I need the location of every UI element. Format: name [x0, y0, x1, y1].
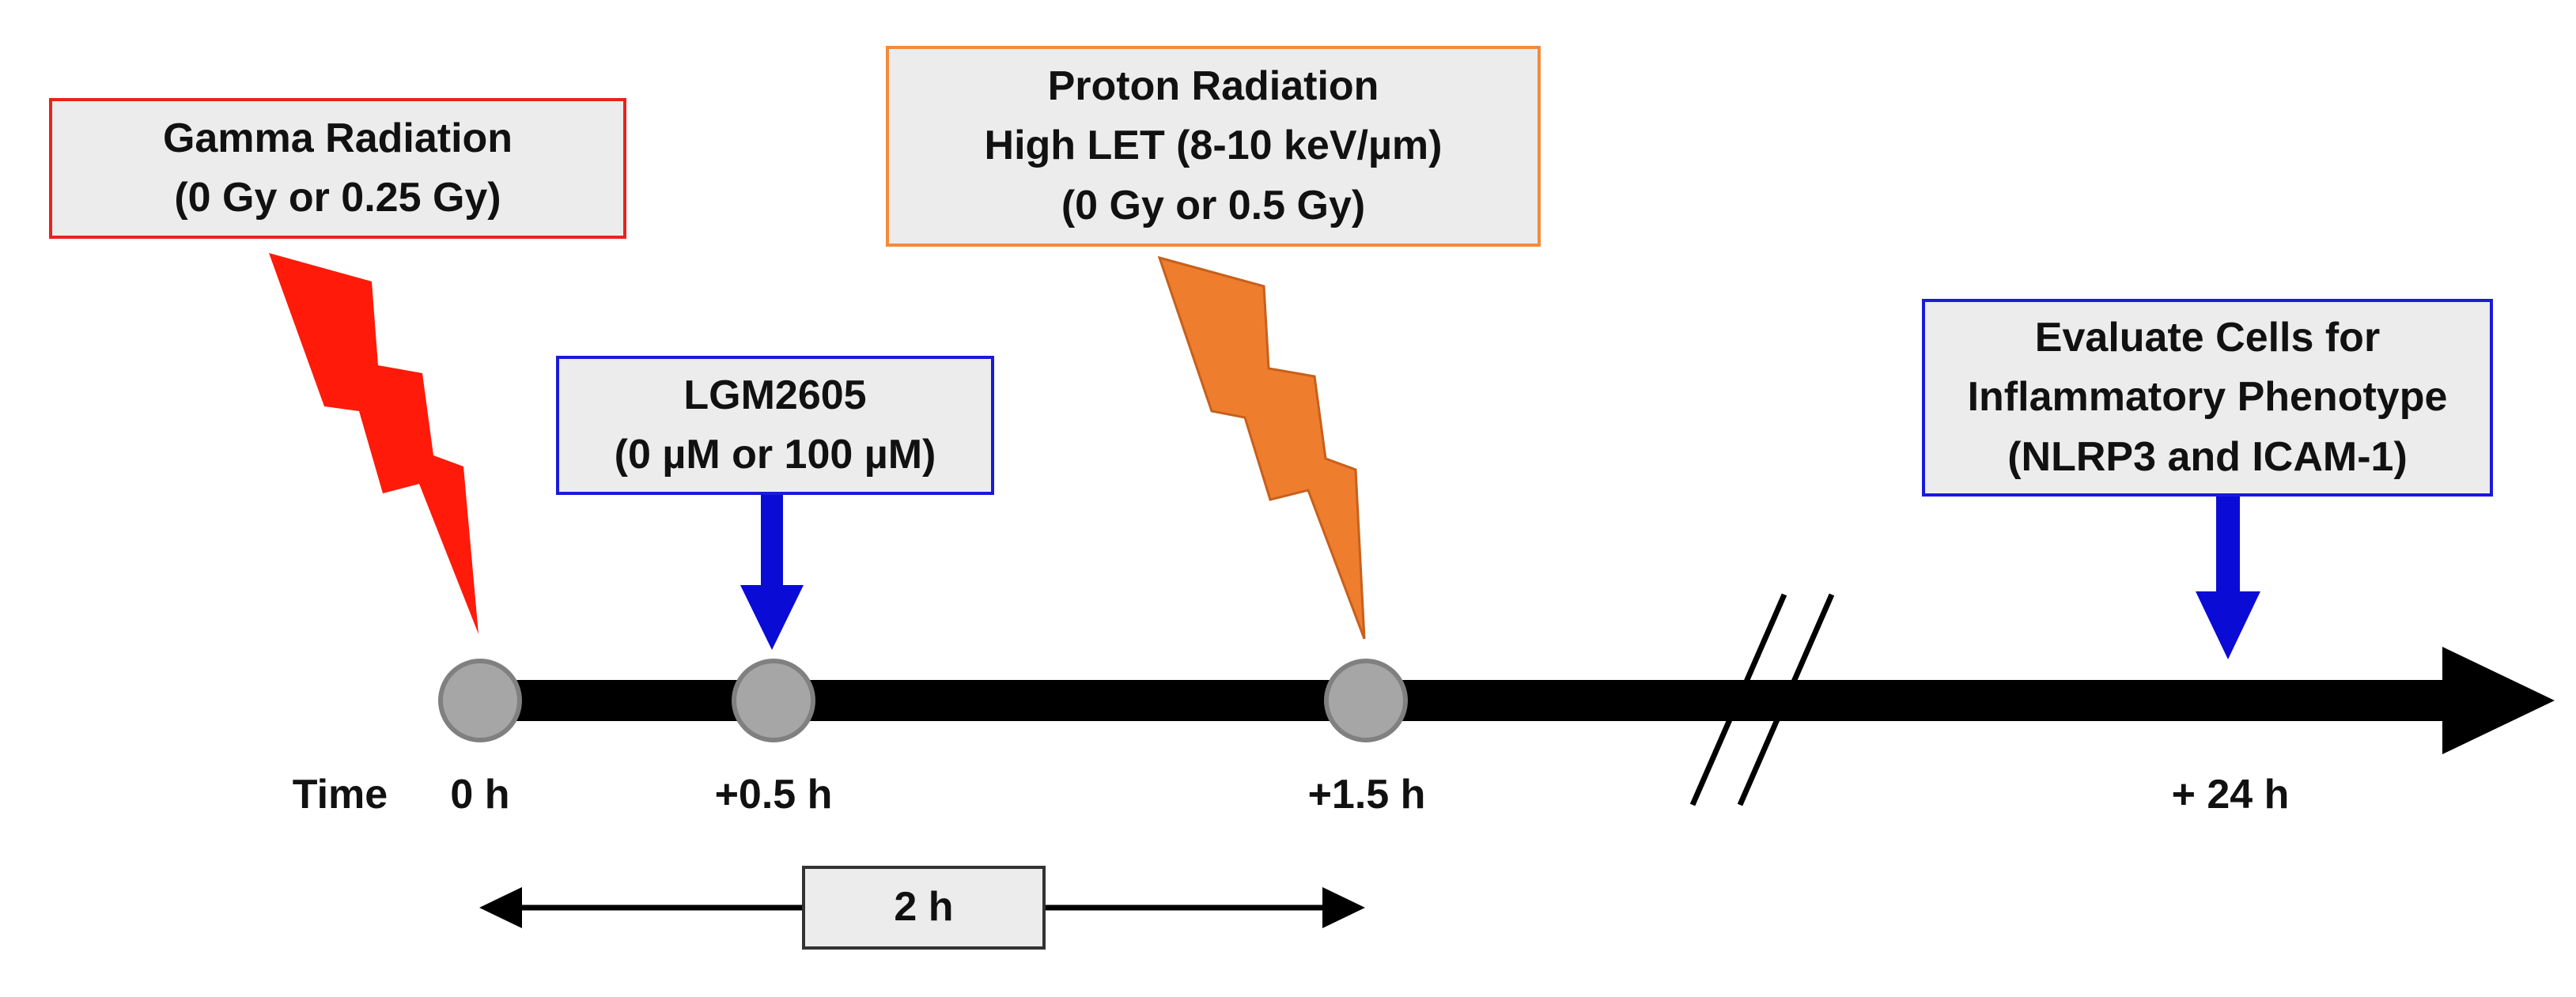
evaluate-line-1: Evaluate Cells for	[2034, 314, 2381, 361]
gamma-title: Gamma Radiation	[162, 115, 513, 161]
proton-dose: (0 Gy or 0.5 Gy)	[1061, 182, 1366, 228]
timepoint-marker-1.5h	[1324, 659, 1408, 742]
lgm-title: LGM2605	[683, 372, 867, 418]
timepoint-label-24h: + 24 h	[2171, 772, 2290, 818]
timeline-arrowhead-icon	[2442, 647, 2555, 754]
evaluate-arrow-down-icon	[2196, 591, 2260, 659]
lgm2605-box: LGM2605 (0 µM or 100 µM)	[556, 356, 994, 495]
timepoint-label-0.5h: +0.5 h	[714, 772, 833, 818]
duration-arrowhead-left-icon	[479, 887, 522, 928]
duration-box: 2 h	[802, 866, 1046, 950]
time-axis-label: Time	[292, 772, 388, 818]
axis-break-mark	[1737, 593, 1835, 806]
evaluate-arrow-shaft	[2216, 497, 2240, 593]
timepoint-marker-0.5h	[732, 659, 815, 742]
timepoint-label-1.5h: +1.5 h	[1307, 772, 1426, 818]
lgm-arrow-down-icon	[740, 585, 804, 650]
lgm-arrow-shaft	[761, 495, 783, 587]
gamma-lightning-bolt-icon	[269, 253, 479, 634]
proton-let: High LET (8-10 keV/µm)	[984, 123, 1443, 169]
evaluate-line-2: Inflammatory Phenotype	[1967, 374, 2448, 421]
proton-lightning-bolt-icon	[1157, 255, 1366, 640]
timepoint-marker-0h	[438, 659, 522, 742]
gamma-radiation-box: Gamma Radiation (0 Gy or 0.25 Gy)	[49, 98, 626, 239]
evaluate-line-3: (NLRP3 and ICAM-1)	[2007, 433, 2408, 480]
evaluate-cells-box: Evaluate Cells for Inflammatory Phenotyp…	[1922, 299, 2493, 497]
proton-title: Proton Radiation	[1047, 62, 1379, 109]
gamma-dose: (0 Gy or 0.25 Gy)	[174, 175, 501, 221]
timepoint-label-0h: 0 h	[450, 772, 510, 818]
axis-break-mark	[1689, 593, 1787, 806]
duration-label: 2 h	[894, 884, 954, 931]
proton-radiation-box: Proton Radiation High LET (8-10 keV/µm) …	[886, 46, 1541, 247]
duration-arrowhead-right-icon	[1322, 887, 1365, 928]
lgm-dose: (0 µM or 100 µM)	[614, 432, 936, 478]
